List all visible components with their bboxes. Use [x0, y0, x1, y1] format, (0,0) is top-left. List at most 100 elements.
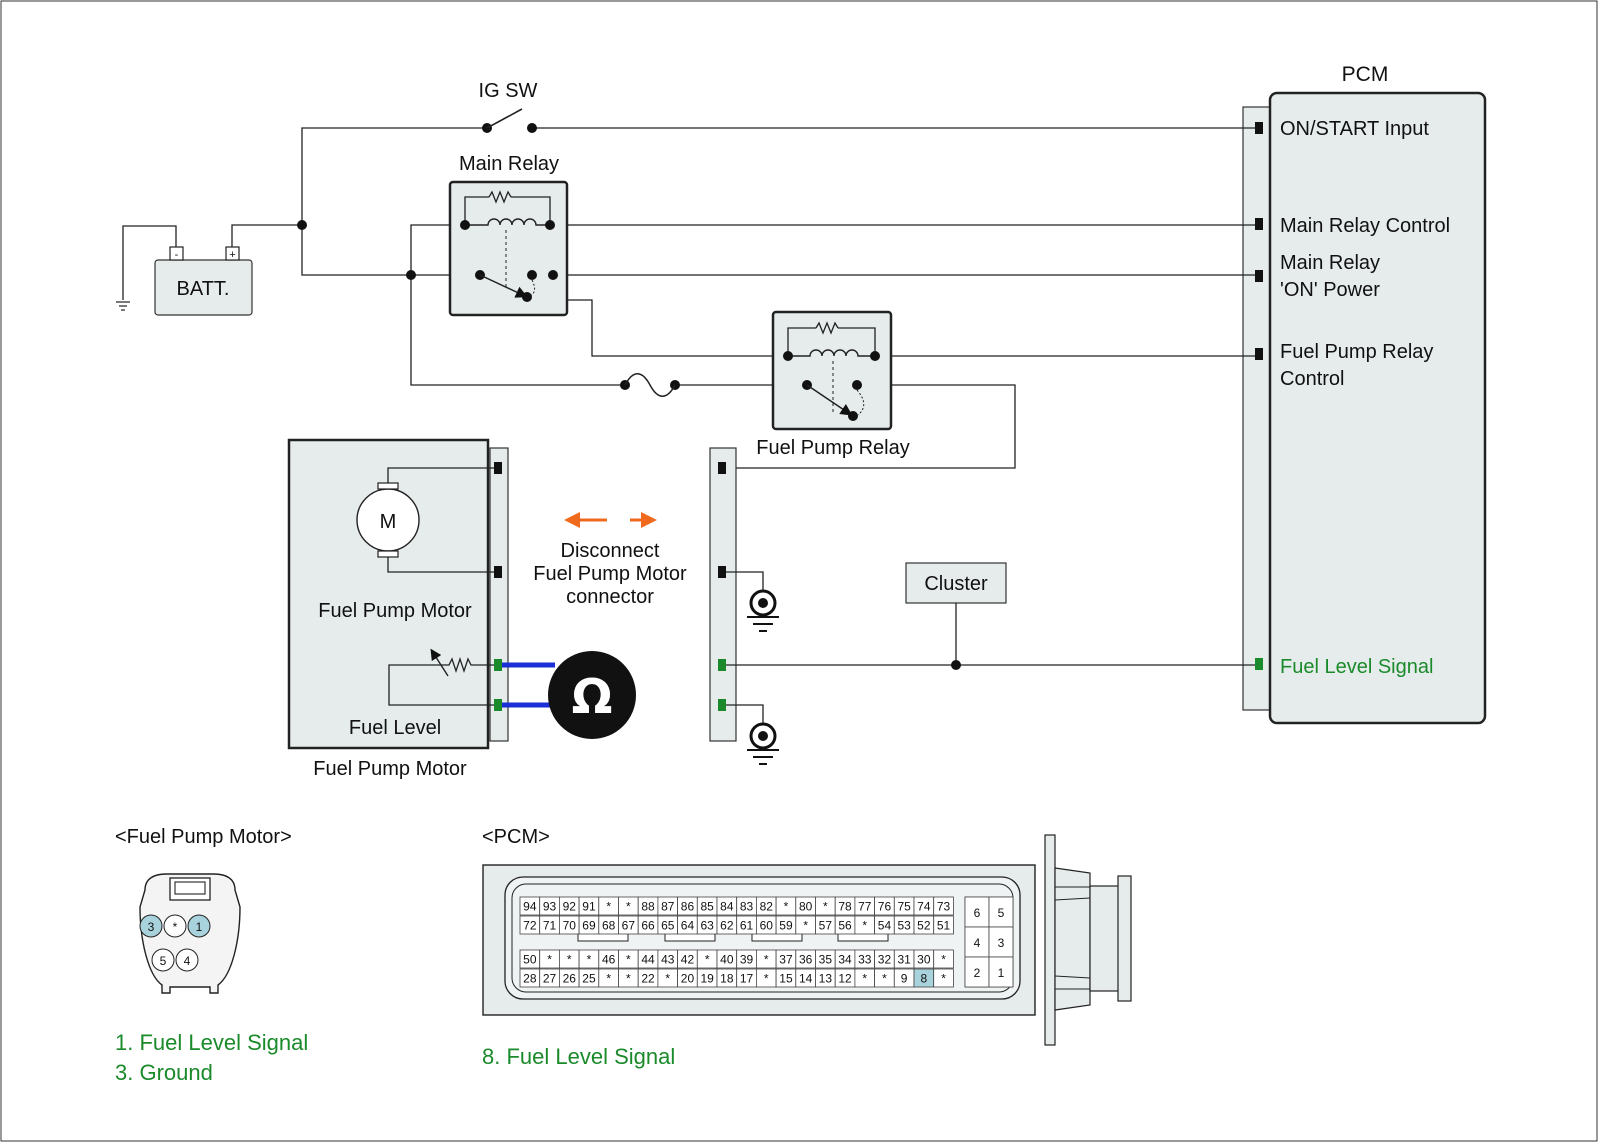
pcm-label-fuel-level-signal: Fuel Level Signal — [1280, 656, 1433, 678]
pcm-small-pin-cell — [988, 956, 1014, 988]
pcm-pin-number: 76 — [878, 900, 892, 914]
pcm-box — [1268, 91, 1487, 725]
left-arrow-icon — [564, 512, 607, 528]
pcm-pin-number: 18 — [720, 972, 734, 986]
pcm-pin-number: 28 — [523, 972, 537, 986]
cluster-label: Cluster — [924, 573, 988, 595]
fpm-pin-label: 3 — [148, 920, 155, 934]
pcm-label-main-relay-power-1: Main Relay — [1280, 252, 1380, 274]
pcm-pin-number: * — [941, 972, 946, 986]
pcm-pin-number: 14 — [799, 972, 813, 986]
pcm-pin-number: 78 — [838, 900, 852, 914]
pcm-pin-number: 30 — [917, 953, 931, 967]
pcm-pin-number: 86 — [681, 900, 695, 914]
pcm-pin-number: * — [626, 972, 631, 986]
pcm-small-pin-number: 3 — [998, 936, 1005, 950]
fuse-icon — [620, 373, 680, 397]
pcm-pin-number: * — [665, 972, 670, 986]
pcm-pin-number: 59 — [779, 919, 793, 933]
battery-minus-sign: - — [175, 249, 179, 261]
pcm-pin-main-relay-power — [1255, 270, 1263, 282]
fpm-inner-label: Fuel Pump Motor — [318, 600, 472, 622]
main-relay: Main Relay — [448, 153, 569, 317]
pcm-pin-number: 32 — [878, 953, 892, 967]
pcm-pin-on-start — [1255, 122, 1263, 134]
pcm-pin-number: * — [823, 900, 828, 914]
harness-pin-4 — [718, 699, 726, 711]
pcm-small-pin-number: 1 — [998, 966, 1005, 980]
harness-pin-3 — [718, 659, 726, 671]
pcm-pin-number: * — [587, 953, 592, 967]
ohm-symbol: Ω — [572, 669, 613, 725]
fpm-pin-label: 1 — [196, 920, 203, 934]
pcm-pin-number: * — [862, 972, 867, 986]
pcm-pin-number: 42 — [681, 953, 695, 967]
pcm-pin-number: * — [606, 972, 611, 986]
pcm-pin-number: 77 — [858, 900, 872, 914]
pcm-pin-number: 82 — [760, 900, 774, 914]
disconnect-line-3: connector — [566, 586, 654, 608]
pcm-pin-number: 8 — [921, 972, 928, 986]
pcm-pin-number: 67 — [622, 919, 636, 933]
fpm-pin-label: 4 — [184, 954, 191, 968]
pcm-pin-cell — [933, 949, 954, 969]
fpm-connector-face: 3 * 1 5 4 — [139, 873, 241, 994]
pcm-pin-number: * — [606, 900, 611, 914]
pcm-pin-number: 64 — [681, 919, 695, 933]
pcm-pin-number: 88 — [641, 900, 655, 914]
pcm-pin-number: * — [626, 953, 631, 967]
cluster: Cluster — [905, 562, 1007, 670]
pcm-pin-number: 84 — [720, 900, 734, 914]
battery-ground-wire — [122, 225, 177, 300]
pcm-pin-cell — [933, 915, 954, 935]
main-relay-label: Main Relay — [459, 153, 559, 175]
pcm-pin-number: 57 — [819, 919, 833, 933]
fpm-connector-title: <Fuel Pump Motor> — [115, 826, 292, 848]
fpm-connector-strip — [489, 447, 509, 742]
pcm-pin-number: 9 — [901, 972, 908, 986]
pcm-label-fpr-control-1: Fuel Pump Relay — [1280, 341, 1433, 363]
fpm-pin-4 — [494, 699, 502, 711]
fuel-level-inner-label: Fuel Level — [349, 717, 441, 739]
pcm-pin-number: 61 — [740, 919, 754, 933]
pcm-small-pin-cell — [988, 926, 1014, 958]
pcm-pin-number: 40 — [720, 953, 734, 967]
right-arrow-icon — [630, 512, 657, 528]
pcm-small-pin-cell — [964, 956, 990, 988]
harness-connector-strip — [709, 447, 737, 742]
pcm-pin-number: 27 — [543, 972, 557, 986]
main-relay-box — [448, 180, 569, 317]
pcm-pin-cell — [933, 968, 954, 988]
fuel-pump-relay-label: Fuel Pump Relay — [756, 437, 909, 459]
pcm-pin-number: 36 — [799, 953, 813, 967]
pcm-pin-number: 65 — [661, 919, 675, 933]
pcm-pin-number: 60 — [760, 919, 774, 933]
pcm-pin-number: 39 — [740, 953, 754, 967]
fpm-pin-2 — [494, 566, 502, 578]
pcm-pin-number: * — [941, 953, 946, 967]
pcm-label-main-relay-power-2: 'ON' Power — [1280, 279, 1380, 301]
ohmmeter-icon — [548, 651, 636, 739]
pcm-pin-fuel-pump-relay-control — [1255, 348, 1263, 360]
pcm-pin-number: 92 — [563, 900, 577, 914]
pcm-pin-number: 26 — [563, 972, 577, 986]
pcm-pin-number: 50 — [523, 953, 537, 967]
pcm-pin-number: 31 — [897, 953, 911, 967]
fpm-pin-label: 5 — [160, 954, 167, 968]
fpm-caption: Fuel Pump Motor — [313, 758, 467, 780]
pcm-pin-number: 54 — [878, 919, 892, 933]
pcm-pin-number: 71 — [543, 919, 557, 933]
power-wiring — [231, 127, 1255, 469]
pcm-small-pin-cell — [964, 896, 990, 928]
pcm-pin-number: 19 — [700, 972, 714, 986]
pcm-pin-number: 52 — [917, 919, 931, 933]
pcm-pin-number: * — [784, 900, 789, 914]
ig-sw-label: IG SW — [479, 80, 538, 102]
pcm-pin-cell — [933, 896, 954, 916]
pcm-small-pin-number: 5 — [998, 906, 1005, 920]
pcm-pin-number: 43 — [661, 953, 675, 967]
